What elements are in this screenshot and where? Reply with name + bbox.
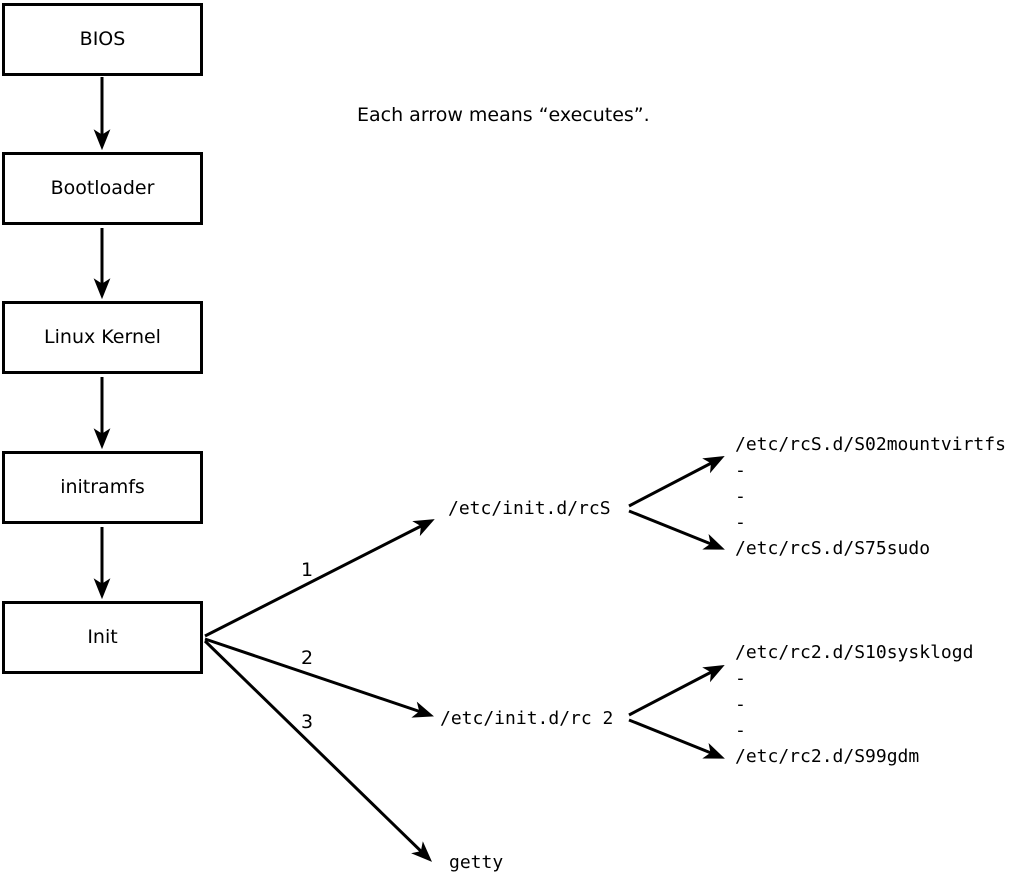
node-bios: BIOS — [2, 3, 203, 76]
rc2-children-list: /etc/rc2.d/S10sysklogd - - - /etc/rc2.d/… — [735, 640, 973, 770]
arrow-rc2-s99gdm — [628, 718, 725, 759]
edge-label-1: 1 — [301, 559, 314, 581]
legend-note: Each arrow means “executes”. — [357, 104, 650, 126]
arrow-init-getty — [203, 639, 433, 862]
rcs-child-s02mountvirtfs: /etc/rcS.d/S02mountvirtfs — [735, 434, 1006, 455]
node-init: Init — [2, 601, 203, 674]
edge-label-2: 2 — [301, 647, 314, 669]
rcs-children-list: /etc/rcS.d/S02mountvirtfs - - - /etc/rcS… — [735, 432, 1006, 562]
rc2-child-s10sysklogd: /etc/rc2.d/S10sysklogd — [735, 642, 974, 663]
rcs-child-ellipsis-dash: - — [735, 486, 746, 507]
edge-label-3: 3 — [301, 711, 314, 733]
arrow-rcs-s02mountvirtfs — [628, 456, 725, 508]
rcs-child-ellipsis-dash: - — [735, 460, 746, 481]
rcs-child-s75sudo: /etc/rcS.d/S75sudo — [735, 538, 931, 559]
node-rcs-script: /etc/init.d/rcS — [448, 498, 611, 519]
node-bootloader: Bootloader — [2, 152, 203, 225]
arrow-rc2-s10sysklogd — [628, 665, 725, 717]
node-linux-kernel: Linux Kernel — [2, 301, 203, 374]
rc2-child-s99gdm: /etc/rc2.d/S99gdm — [735, 746, 920, 767]
node-rc2-script: /etc/init.d/rc 2 — [440, 708, 614, 729]
node-initramfs: initramfs — [2, 451, 203, 524]
arrow-init-rc2 — [204, 637, 434, 718]
arrow-init-rcs — [204, 519, 435, 638]
arrow-rcs-s75sudo — [628, 509, 725, 550]
node-getty: getty — [449, 852, 504, 873]
rc2-child-ellipsis-dash: - — [735, 668, 746, 689]
rc2-child-ellipsis-dash: - — [735, 694, 746, 715]
rc2-child-ellipsis-dash: - — [735, 720, 746, 741]
rcs-child-ellipsis-dash: - — [735, 512, 746, 533]
